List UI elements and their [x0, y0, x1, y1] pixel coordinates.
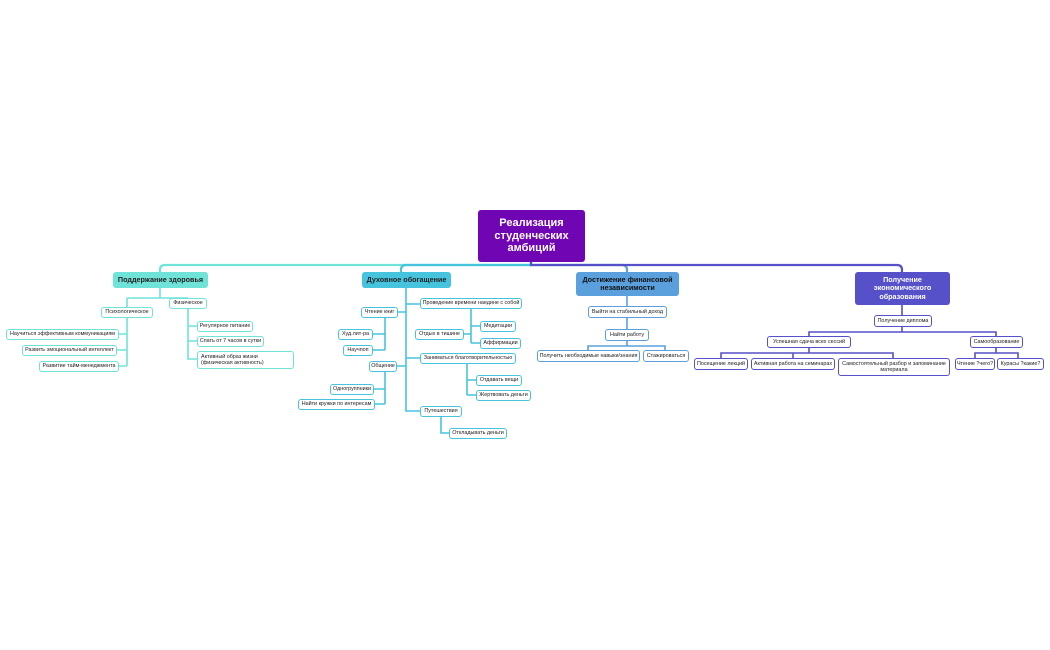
node-regular-nutrition[interactable]: Регулярное питание — [197, 321, 253, 332]
node-reading[interactable]: Чтение книг — [361, 307, 398, 318]
node-find-job[interactable]: Найти работу — [605, 329, 649, 341]
connector-root-spirit — [399, 262, 533, 272]
connectors-health — [117, 288, 198, 367]
node-communication-social[interactable]: Общение — [369, 361, 397, 372]
connectors-finance — [587, 296, 666, 350]
node-popular-science[interactable]: Научпоп — [343, 345, 373, 356]
node-fiction[interactable]: Худ.лит-ра — [338, 329, 373, 340]
node-diploma[interactable]: Получение диплома — [874, 315, 932, 327]
node-quiet-rest[interactable]: Отдых в тишине — [415, 329, 464, 340]
node-charity[interactable]: Заниматься благотворительностью — [420, 353, 516, 364]
node-internship[interactable]: Стажироваться — [643, 350, 689, 362]
connector-root-finance — [529, 262, 629, 272]
node-seminars[interactable]: Активная работа на семинарах — [751, 358, 835, 370]
node-save-money[interactable]: Откладывать деньги — [449, 428, 507, 439]
node-physical[interactable]: Физическое — [169, 298, 207, 309]
node-groupmates[interactable]: Одногруппники — [330, 384, 374, 395]
node-time-alone[interactable]: Проведение времени наедине с собой — [420, 298, 522, 309]
branch-health[interactable]: Поддержание здоровья — [113, 272, 208, 288]
node-meditation[interactable]: Медитации — [480, 321, 516, 332]
branch-education[interactable]: Получение экономического образования — [855, 272, 950, 305]
node-reading-what[interactable]: Чтение ?чего? — [955, 358, 995, 370]
node-donate-money[interactable]: Жертвовать деньги — [476, 390, 531, 401]
node-sleep[interactable]: Спать от 7 часов в сутки — [197, 336, 264, 347]
node-travel[interactable]: Путешествия — [420, 406, 462, 417]
node-give-things[interactable]: Отдавать вещи — [476, 375, 522, 386]
node-time-management[interactable]: Развитие тайм-менеджмента — [39, 361, 119, 372]
root-topic[interactable]: Реализация студенческих амбиций — [478, 210, 585, 262]
connectors-spirit — [373, 288, 480, 434]
connector-root-education — [529, 262, 904, 272]
node-psychological[interactable]: Психологическое — [101, 307, 153, 318]
node-stable-income[interactable]: Выйти на стабильный доход — [588, 306, 667, 318]
node-courses-which[interactable]: Курасы ?какие? — [997, 358, 1044, 370]
node-affirmations[interactable]: Аффирмации — [480, 338, 521, 349]
node-self-study-material[interactable]: Самостоятельный разбор и запоминание мат… — [838, 358, 950, 376]
node-lectures[interactable]: Посещение лекций — [694, 358, 748, 370]
connector-root-health — [158, 262, 533, 272]
node-communication[interactable]: Научиться эффективным коммуникациям — [6, 329, 119, 340]
node-interest-clubs[interactable]: Найти кружки по интересам — [298, 399, 375, 410]
node-skills[interactable]: Получить необходимые навыки/знания — [537, 350, 640, 362]
node-emotional-intelligence[interactable]: Развить эмоциональный интеллект — [22, 345, 117, 356]
branch-spiritual[interactable]: Духовное обогащение — [362, 272, 451, 288]
branch-finance[interactable]: Достижение финансовой независимости — [576, 272, 679, 296]
node-self-education[interactable]: Самообразование — [970, 336, 1023, 348]
node-sessions[interactable]: Успешная сдача всех сессий — [767, 336, 851, 348]
node-active-lifestyle[interactable]: Активный образ жизни (физическая активно… — [197, 351, 294, 369]
connectors-education — [720, 305, 1019, 358]
